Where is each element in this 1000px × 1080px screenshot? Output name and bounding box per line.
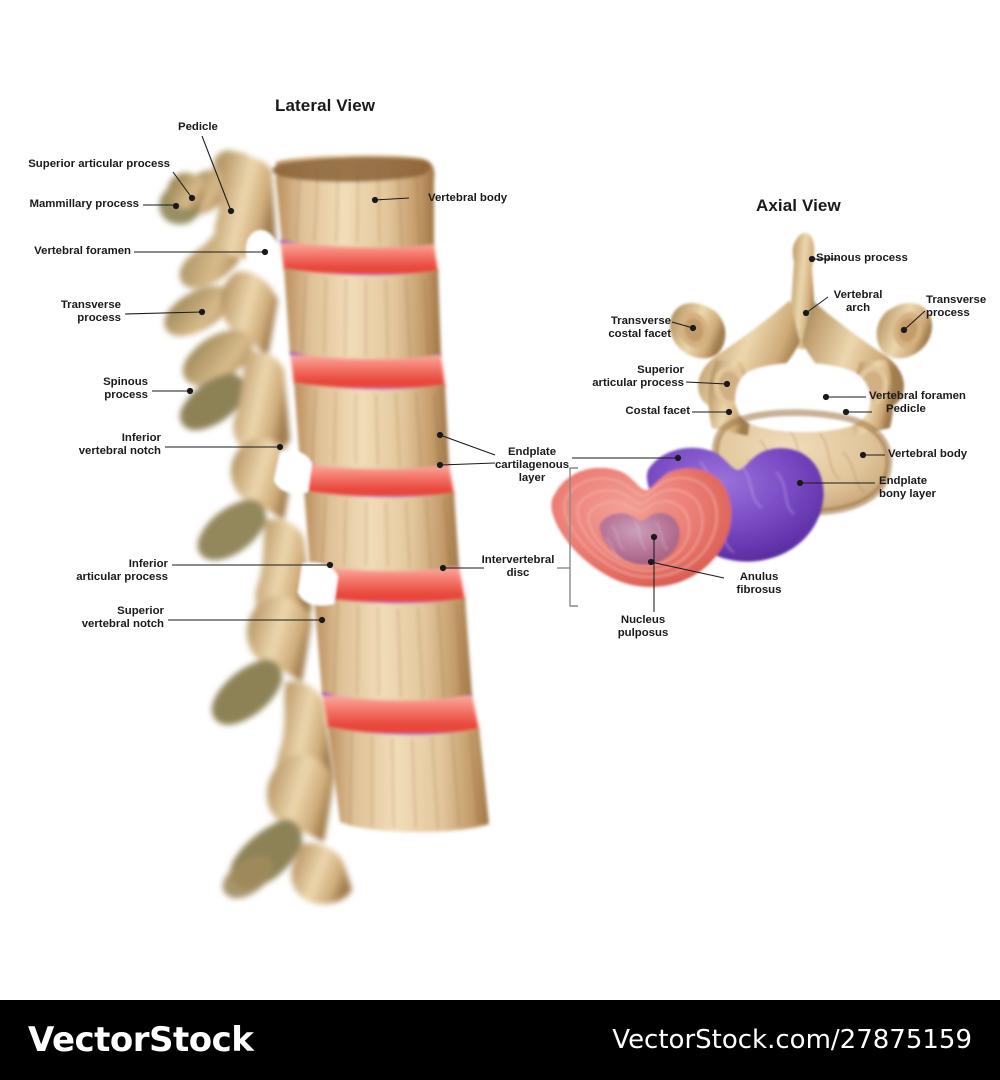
axial-view-title: Axial View	[756, 196, 841, 215]
leader-axial-vertebral-arch	[805, 296, 829, 314]
vectorstock-brand: VectorStock	[28, 1020, 254, 1060]
leader-transverse-process	[124, 311, 203, 315]
leader-axial-superior-articular-process	[685, 381, 728, 385]
lateral-spine-illustration	[159, 150, 489, 905]
intervertebral-disc-shape	[280, 240, 438, 278]
label-axial-endplate-bony-layer: Endplate bony layer	[879, 475, 936, 500]
label-axial-vertebral-foramen: Vertebral foramen	[869, 390, 966, 402]
label-superior-articular-process: Superior articular process	[28, 158, 170, 170]
label-axial-superior-articular-process: Superior articular process	[592, 364, 684, 389]
label-nucleus-pulposus: Nucleus pulposus	[617, 614, 669, 639]
label-vertebral-foramen: Vertebral foramen	[34, 245, 131, 257]
label-spinous-process: Spinous process	[103, 376, 148, 401]
label-transverse-process: Transverse process	[60, 299, 121, 324]
leader-superior-articular-process	[172, 171, 193, 199]
leader-axial-transverse-costal-facet	[671, 321, 694, 329]
label-vertebral-body: Vertebral body	[428, 192, 508, 204]
leader-vertebral-body	[374, 197, 410, 201]
label-pedicle: Pedicle	[178, 121, 218, 133]
leader-axial-transverse-process	[903, 310, 926, 331]
label-axial-vertebral-arch: Vertebral arch	[833, 289, 883, 314]
label-inferior-vertebral-notch: Inferior vertebral notch	[78, 432, 161, 457]
watermark-footer: VectorStock VectorStock.com/27875159	[0, 1000, 1000, 1080]
label-axial-transverse-costal-facet: Transverse costal facet	[608, 315, 671, 340]
label-axial-spinous-process: Spinous process	[816, 252, 908, 264]
leader-endplate-cart-2	[439, 462, 496, 466]
intervertebral-disc-bracket	[557, 467, 578, 607]
label-intervertebral-disc: Intervertebral disc	[481, 554, 555, 579]
label-inferior-articular-process: Inferior articular process	[76, 558, 168, 583]
label-axial-transverse-process: Transverse process	[926, 294, 987, 319]
leader-anulus-fibrosus	[650, 561, 725, 579]
label-axial-vertebral-body: Vertebral body	[888, 448, 968, 460]
label-axial-costal-facet: Costal facet	[625, 405, 690, 417]
label-anulus-fibrosus: Anulus fibrosus	[736, 571, 782, 596]
label-axial-pedicle: Pedicle	[886, 403, 926, 415]
lateral-view-title: Lateral View	[275, 96, 376, 115]
vectorstock-url: VectorStock.com/27875159	[612, 1025, 972, 1055]
leader-endplate-cart-1	[439, 434, 496, 456]
leader-pedicle	[201, 135, 232, 212]
disc-detail-illustration	[551, 447, 824, 588]
leader-dots	[172, 194, 908, 624]
label-superior-vertebral-notch: Superior vertebral notch	[81, 605, 164, 630]
label-endplate-cartilagenous-layer: Endplate cartilagenous layer	[494, 446, 570, 484]
label-mammillary-process: Mammillary process	[29, 198, 139, 210]
